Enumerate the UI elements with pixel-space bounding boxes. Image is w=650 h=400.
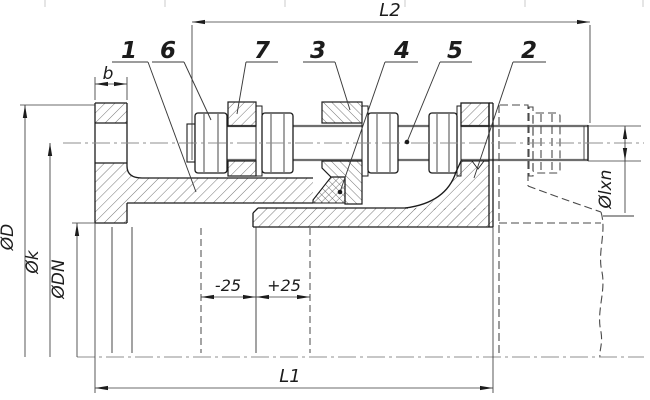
dim-label-dn: ØDN — [49, 259, 69, 299]
flange-right-top-section — [461, 103, 489, 126]
dim-label-travel-neg: -25 — [215, 276, 241, 295]
flange-left-top-section — [95, 103, 127, 123]
svg-text:5: 5 — [447, 38, 463, 64]
dim-bolt-dia: Ølxn — [588, 125, 641, 217]
svg-text:3: 3 — [310, 38, 326, 64]
svg-text:4: 4 — [393, 38, 410, 64]
leader-dot — [337, 189, 343, 195]
pipe-break-line — [599, 211, 604, 358]
part-label-6: 6 — [152, 38, 212, 121]
packing-seal-part4 — [312, 176, 346, 204]
dim-label-l2: L2 — [379, 0, 400, 21]
slip-pipe-part2 — [252, 102, 494, 228]
dim-label-lxn: Ølxn — [596, 170, 616, 210]
body-sleeve-part1 — [94, 102, 313, 224]
dim-d-outer: ØD — [0, 104, 95, 357]
dim-label-b: b — [103, 64, 114, 84]
part-label-7: 7 — [236, 38, 278, 115]
dim-label-k: Øk — [23, 249, 43, 274]
part-label-1: 1 — [112, 38, 197, 193]
sleeve-barrel — [127, 166, 313, 203]
flange-left-bottom-section — [95, 163, 127, 223]
bore-region-edges — [111, 227, 311, 353]
washer — [361, 105, 369, 177]
dim-k-bolt-circle: Øk — [23, 143, 53, 357]
part-callouts: 1 6 7 3 4 5 — [112, 38, 546, 195]
flange-plate-part7 — [227, 101, 257, 177]
svg-text:6: 6 — [160, 38, 176, 64]
phantom-counter-flange — [498, 104, 604, 358]
dim-dn-bore: ØDN — [49, 222, 95, 357]
dim-label-travel-pos: +25 — [267, 276, 301, 295]
dim-b: b — [94, 64, 128, 100]
part-label-4: 4 — [337, 38, 418, 195]
leader-dot — [404, 139, 410, 145]
dim-label-d: ØD — [0, 224, 18, 251]
slip-pipe-wall — [253, 208, 493, 227]
flange-right-hub — [405, 161, 489, 210]
dim-label-l1: L1 — [279, 366, 300, 387]
part-label-2: 2 — [473, 38, 546, 179]
dim-travel: -25 +25 — [201, 276, 310, 300]
page-edge-ticks — [44, 0, 644, 7]
svg-text:1: 1 — [121, 38, 137, 64]
dim-l1: L1 — [94, 223, 494, 393]
svg-text:2: 2 — [521, 38, 537, 64]
washer — [255, 105, 263, 177]
svg-text:7: 7 — [254, 38, 270, 64]
phantom-hub-curve — [527, 185, 602, 213]
dim-l2: L2 — [191, 0, 591, 160]
part-label-3: 3 — [303, 38, 351, 111]
part-label-5: 5 — [404, 38, 472, 145]
